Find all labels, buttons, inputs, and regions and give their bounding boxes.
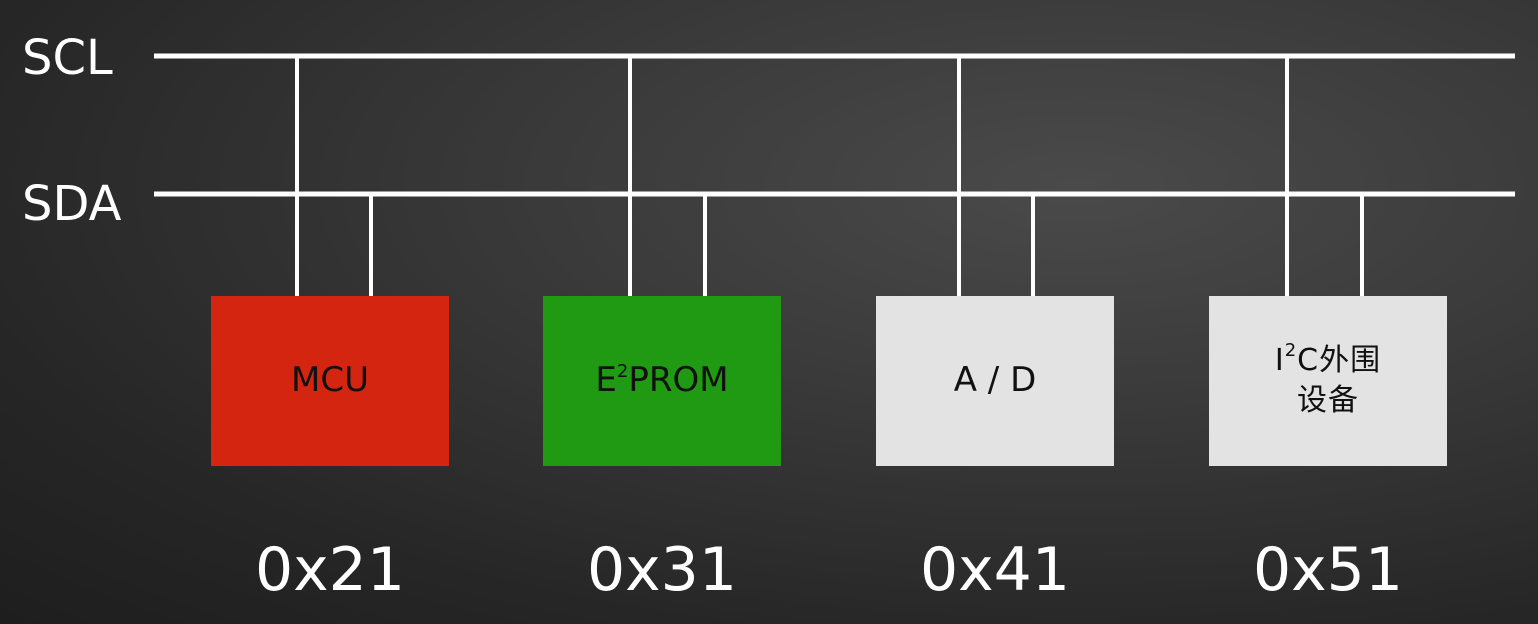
- address-eeprom: 0x31: [586, 535, 738, 605]
- device-mcu-label: MCU: [291, 360, 369, 401]
- address-ad: 0x41: [919, 535, 1071, 605]
- device-eeprom: E2PROM: [543, 296, 781, 466]
- device-ad: A / D: [876, 296, 1114, 466]
- sda-label: SDA: [22, 176, 122, 232]
- device-i2c-peripheral: I2C外围设备: [1209, 296, 1447, 466]
- scl-label: SCL: [22, 30, 113, 86]
- device-eeprom-label: E2PROM: [595, 360, 729, 401]
- device-ad-label: A / D: [953, 360, 1037, 401]
- device-i2c-peripheral-label: I2C外围设备: [1274, 339, 1382, 418]
- address-i2c-peripheral: 0x51: [1252, 535, 1404, 605]
- address-mcu: 0x21: [254, 535, 406, 605]
- device-mcu: MCU: [211, 296, 449, 466]
